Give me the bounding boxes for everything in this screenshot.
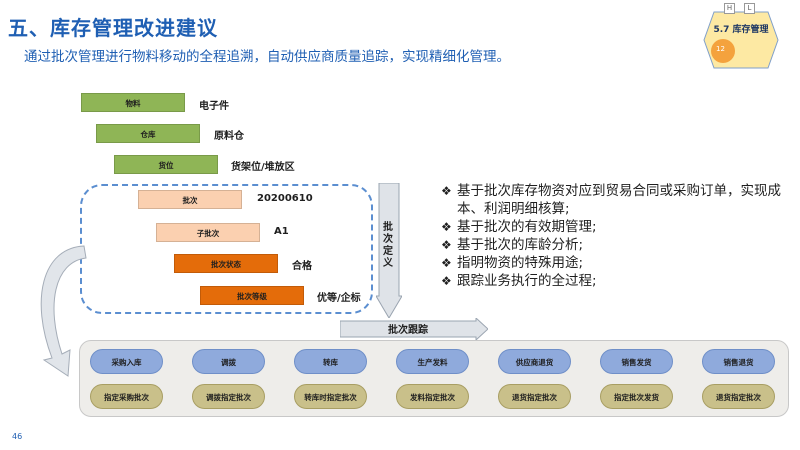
batch-transfer: 调拨指定批次 (192, 384, 265, 409)
list-item: ❖基于批次的有效期管理; (441, 219, 597, 235)
bar-batch: 批次 (138, 190, 242, 209)
process-transfer: 调拨 (192, 349, 265, 374)
bar-batch-grade: 批次等级 (200, 286, 304, 305)
list-item: ❖指明物资的特殊用途; (441, 255, 584, 271)
page-title: 五、库存管理改进建议 (8, 16, 218, 40)
batch-tracking-label: 批次跟踪 (388, 325, 428, 336)
process-purchase-in: 采购入库 (90, 349, 163, 374)
tab-l: L (744, 3, 755, 14)
curved-arrow-icon (40, 245, 87, 377)
tab-h: H (724, 3, 735, 14)
batch-issue: 发料指定批次 (396, 384, 469, 409)
feature-list: ❖基于批次库存物资对应到贸易合同或采购订单，实现成本、利润明细核算; ❖基于批次… (441, 182, 781, 290)
batch-definition-arrow-icon (376, 183, 402, 318)
batch-definition-label: 批次定义 (383, 222, 393, 269)
diamond-bullet-icon: ❖ (441, 220, 452, 234)
diamond-bullet-icon: ❖ (441, 256, 452, 270)
process-vendor-return: 供应商退货 (498, 349, 571, 374)
process-sales-return: 销售退货 (702, 349, 775, 374)
batch-vendor-return: 退货指定批次 (498, 384, 571, 409)
diamond-bullet-icon: ❖ (441, 184, 452, 198)
badge-label: 5.7 库存管理 (713, 25, 769, 35)
batch-sales-return: 退货指定批次 (702, 384, 775, 409)
batch-tracking-arrow-icon (340, 318, 488, 340)
value-warehouse: 原料仓 (214, 131, 244, 142)
bar-location: 货位 (114, 155, 218, 174)
list-item: ❖基于批次的库龄分析; (441, 237, 584, 253)
value-location: 货架位/堆放区 (231, 162, 295, 173)
process-panel: 采购入库 调拨 转库 生产发料 供应商退货 销售发货 销售退货 指定采购批次 调… (79, 340, 789, 417)
bar-batch-status: 批次状态 (174, 254, 278, 273)
process-sales-ship: 销售发货 (600, 349, 673, 374)
section-badge: H L 5.7 库存管理 12 (702, 3, 780, 70)
bar-material: 物料 (81, 93, 185, 112)
page-number: 46 (12, 432, 23, 441)
list-item: ❖跟踪业务执行的全过程; (441, 273, 597, 289)
page-subtitle: 通过批次管理进行物料移动的全程追溯，自动供应商质量追踪，实现精细化管理。 (24, 49, 510, 65)
value-batch-status: 合格 (292, 261, 312, 272)
process-move: 转库 (294, 349, 367, 374)
batch-purchase: 指定采购批次 (90, 384, 163, 409)
diamond-bullet-icon: ❖ (441, 274, 452, 288)
hexagon-badge-icon (703, 11, 779, 69)
bar-sub-batch: 子批次 (156, 223, 260, 242)
process-issue: 生产发料 (396, 349, 469, 374)
list-item: ❖基于批次库存物资对应到贸易合同或采购订单，实现成本、利润明细核算; (441, 183, 781, 217)
bar-warehouse: 仓库 (96, 124, 200, 143)
batch-sales-ship: 指定批次发货 (600, 384, 673, 409)
diamond-bullet-icon: ❖ (441, 238, 452, 252)
value-batch-grade: 优等/企标 (317, 293, 361, 304)
batch-move: 转库时指定批次 (294, 384, 367, 409)
value-sub-batch: A1 (274, 226, 289, 237)
value-material: 电子件 (199, 101, 229, 112)
value-batch: 20200610 (257, 193, 313, 204)
badge-number: 12 (716, 45, 725, 53)
